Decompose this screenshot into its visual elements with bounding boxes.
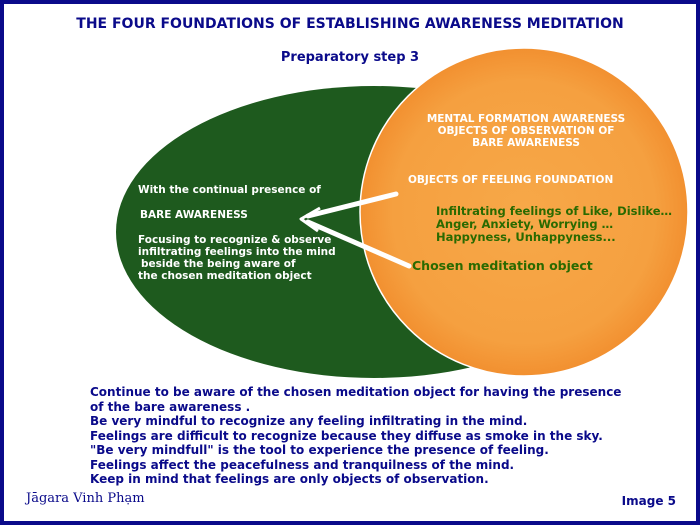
explanation-line: Continue to be aware of the chosen medit… [90,385,622,399]
feeling-foundation-label: OBJECTS OF FEELING FOUNDATION [408,174,614,186]
mental-formation-header-2: OBJECTS OF OBSERVATION OF [437,125,615,137]
orange-circle [359,47,689,377]
explanation-text: Continue to be aware of the chosen medit… [90,385,690,487]
arrow-from-feeling-foundation [305,191,399,219]
explanation-line: Be very mindful to recognize any feeling… [90,414,528,428]
green-line-1: With the continual presence of [138,184,321,196]
feelings-line-2: Anger, Anxiety, Worrying … [436,217,614,231]
arrow-from-chosen-object [305,219,412,269]
feelings-line-1: Infiltrating feelings of Like, Dislike… [436,204,673,218]
foundations-diagram [116,47,689,378]
green-line-5: beside the being aware of [141,258,296,270]
bare-awareness-label: BARE AWARENESS [140,209,248,221]
explanation-line: Feelings affect the peacefulness and tra… [90,457,515,472]
chosen-object-label: Chosen meditation object [412,258,593,273]
mental-formation-header-3: BARE AWARENESS [472,137,580,149]
explanation-line: Keep in mind that feelings are only obje… [90,472,489,486]
feelings-line-3: Happyness, Unhappyness... [436,230,616,244]
explanation-line: "Be very mindfull" is the tool to experi… [90,443,549,457]
green-line-4: infiltrating feelings into the mind [138,246,336,258]
green-line-6: the chosen meditation object [138,270,312,282]
mental-formation-header-1: MENTAL FORMATION AWARENESS [426,113,626,125]
explanation-line: of the bare awareness . [90,399,251,414]
image-number-label: Image 5 [621,494,676,508]
green-line-3: Focusing to recognize & observe [138,234,332,246]
page-subtitle: Preparatory step 3 [280,50,420,65]
author-signature: Jāgara Vinh Phạm [26,491,145,506]
page-title: THE FOUR FOUNDATIONS OF ESTABLISHING AWA… [76,16,624,32]
explanation-line: Feelings are difficult to recognize beca… [90,428,603,443]
arrow-head [299,206,321,233]
